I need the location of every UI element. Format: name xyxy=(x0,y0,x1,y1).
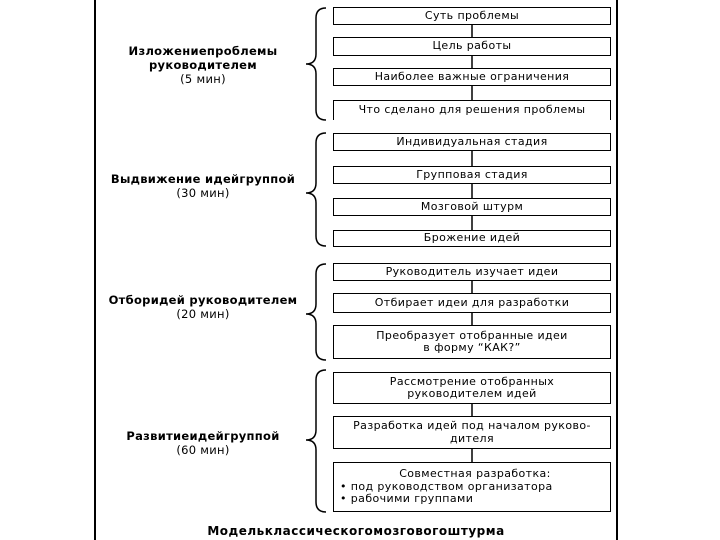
step-label: Мозговой штурм xyxy=(420,199,524,213)
brace-group-3 xyxy=(305,263,327,361)
step-label: Разработка идей под началом руково- дите… xyxy=(353,419,591,445)
step-label: Рассмотрение отобранных руководителем ид… xyxy=(389,374,555,400)
group-title: Отборидей руководителем xyxy=(108,293,298,307)
step-box: Мозговой штурм xyxy=(333,198,611,216)
group-duration: (20 мин) xyxy=(176,307,230,321)
group-duration: (60 мин) xyxy=(176,443,230,457)
step-box: Групповая стадия xyxy=(333,166,611,184)
group-title: Выдвижение идейгруппой xyxy=(110,172,296,186)
group-label-1: Изложениепроблемы руководителем (5 мин) xyxy=(96,44,310,86)
step-box: Индивидуальная стадия xyxy=(333,133,611,151)
step-label: Цель работы xyxy=(432,39,512,53)
diagram-caption: Модельклассическогомозговогоштурма xyxy=(207,524,505,538)
step-box: Что сделано для решения проблемы xyxy=(333,100,611,120)
step-label: Совместная разработка: xyxy=(399,467,551,481)
step-label: Руководитель изучает идеи xyxy=(385,264,559,278)
brace-group-1 xyxy=(305,7,327,121)
bullet-item: рабочими группами xyxy=(340,493,610,506)
step-label: Наиболее важные ограничения xyxy=(374,69,570,83)
step-box: Разработка идей под началом руково- дите… xyxy=(333,416,611,449)
step-box: Отбирает идеи для разработки xyxy=(333,293,611,313)
step-label: Брожение идей xyxy=(423,231,521,245)
group-title: Изложениепроблемы руководителем xyxy=(128,44,278,72)
step-label: Суть проблемы xyxy=(424,8,520,22)
group-label-3: Отборидей руководителем (20 мин) xyxy=(96,293,310,321)
step-box: Брожение идей xyxy=(333,230,611,247)
group-title: Развитиеидейгруппой xyxy=(126,429,280,443)
step-label: Преобразует отобранные идеи в форму “КАК… xyxy=(376,328,568,354)
step-box: Рассмотрение отобранных руководителем ид… xyxy=(333,372,611,404)
bullet-item: под руководством организатора xyxy=(340,480,610,494)
step-box: Совместная разработка: под руководством … xyxy=(333,462,611,512)
brace-group-2 xyxy=(305,132,327,247)
group-label-4: Развитиеидейгруппой (60 мин) xyxy=(96,429,310,457)
step-box: Наиболее важные ограничения xyxy=(333,68,611,86)
step-label: Групповая стадия xyxy=(416,167,528,181)
step-box: Руководитель изучает идеи xyxy=(333,263,611,281)
step-box: Цель работы xyxy=(333,37,611,56)
step-label: Индивидуальная стадия xyxy=(396,134,548,148)
group-label-2: Выдвижение идейгруппой (30 мин) xyxy=(96,172,310,200)
brace-group-4 xyxy=(305,369,327,513)
diagram-frame xyxy=(94,0,618,540)
step-box: Преобразует отобранные идеи в форму “КАК… xyxy=(333,325,611,359)
group-duration: (30 мин) xyxy=(176,186,230,200)
step-label: Отбирает идеи для разработки xyxy=(374,295,570,309)
step-box: Суть проблемы xyxy=(333,7,611,25)
step-label: Что сделано для решения проблемы xyxy=(358,103,586,117)
group-duration: (5 мин) xyxy=(180,72,226,86)
